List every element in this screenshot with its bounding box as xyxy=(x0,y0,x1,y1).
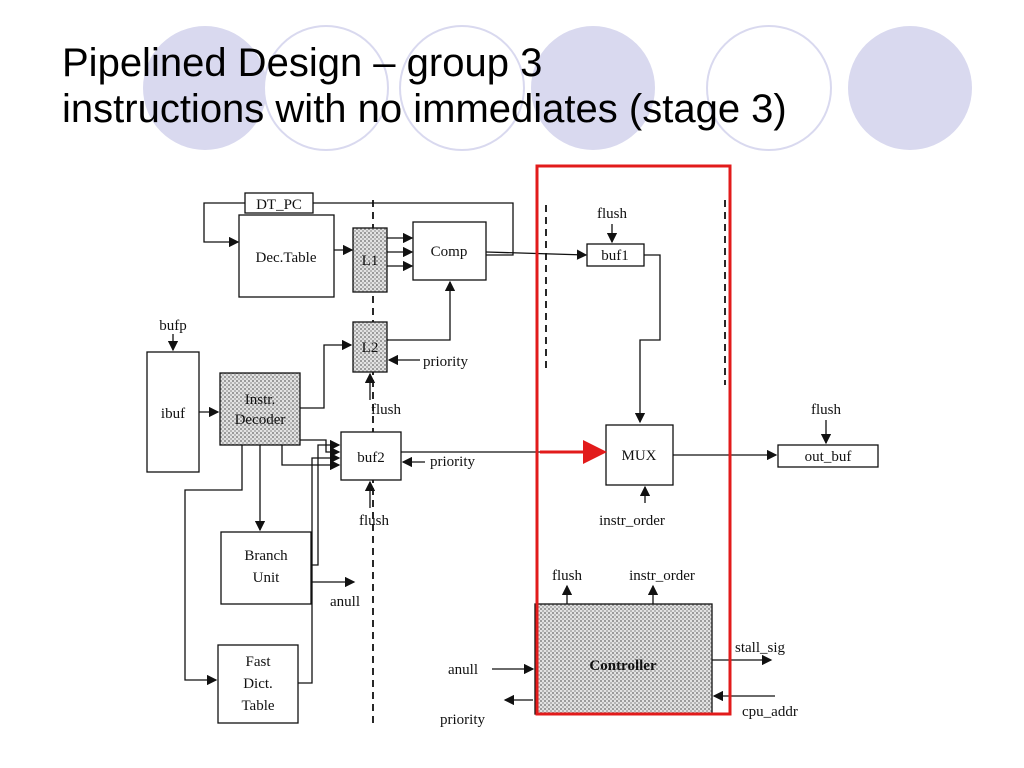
wire xyxy=(203,202,245,248)
out-buf-block xyxy=(777,444,879,468)
mux-label: MUX xyxy=(621,448,656,464)
buf2-block xyxy=(340,431,402,481)
wire xyxy=(300,339,353,409)
decor-circle xyxy=(143,26,267,150)
branch-unit-block xyxy=(220,531,312,605)
flush-buf2-label: flush xyxy=(359,513,390,529)
decor-circle xyxy=(399,25,525,151)
stall-sig-label: stall_sig xyxy=(735,640,786,656)
dt-pc-label: DT_PC xyxy=(256,197,302,213)
mux-block xyxy=(605,424,674,486)
l2-latch xyxy=(352,321,388,373)
ibuf-block xyxy=(146,351,200,473)
dec-table-block xyxy=(238,214,335,298)
ibuf-label: ibuf xyxy=(161,406,185,422)
wire xyxy=(298,452,341,684)
bufp-label: bufp xyxy=(159,318,187,334)
instr-decoder-label-2: Decoder xyxy=(235,412,286,428)
buf1-label: buf1 xyxy=(601,248,629,264)
l1-latch xyxy=(352,227,388,293)
wire xyxy=(184,445,243,686)
decor-circle xyxy=(848,26,972,150)
comp-label: Comp xyxy=(431,244,468,260)
fast-dict-label-1: Fast xyxy=(245,654,271,670)
flush-l2-label: flush xyxy=(371,402,402,418)
flush-buf1-label: flush xyxy=(597,206,628,222)
decor-circle xyxy=(263,25,389,151)
l2-label: L2 xyxy=(362,340,379,356)
out-buf-label: out_buf xyxy=(805,449,852,465)
anull-in-label: anull xyxy=(448,662,478,678)
flush-controller-label: flush xyxy=(552,568,583,584)
anull-branch-label: anull xyxy=(330,594,360,610)
instr-order-mux-label: instr_order xyxy=(599,513,665,529)
wire xyxy=(313,202,514,256)
dec-table-label: Dec.Table xyxy=(256,250,317,266)
decor-circle xyxy=(531,26,655,150)
wire xyxy=(300,439,341,458)
wire xyxy=(634,254,661,424)
controller-block xyxy=(534,603,713,715)
priority-l2-label: priority xyxy=(423,354,468,370)
priority-out-label: priority xyxy=(440,712,485,728)
fast-dict-table-block xyxy=(217,644,299,724)
fast-dict-label-3: Table xyxy=(241,698,274,714)
title-line-1: Pipelined Design – group 3 xyxy=(62,41,543,85)
stage3-highlight xyxy=(535,164,732,716)
wire xyxy=(281,445,341,471)
title-line-2: instructions with no immediates (stage 3… xyxy=(62,87,787,131)
comp-block xyxy=(412,221,487,281)
branch-unit-label-1: Branch xyxy=(244,548,288,564)
fast-dict-label-2: Dict. xyxy=(243,676,273,692)
priority-buf2-label: priority xyxy=(430,454,475,470)
instr-order-controller-label: instr_order xyxy=(629,568,695,584)
buf2-label: buf2 xyxy=(357,450,385,466)
l1-label: L1 xyxy=(362,253,379,269)
decor-circle xyxy=(706,25,832,151)
controller-label: Controller xyxy=(589,658,657,674)
flush-outbuf-label: flush xyxy=(811,402,842,418)
instr-decoder-label-1: Instr. xyxy=(245,392,275,408)
slide-title: Pipelined Design – group 3 instructions … xyxy=(62,40,787,132)
wire xyxy=(387,280,456,341)
branch-unit-label-2: Unit xyxy=(253,570,281,586)
instr-decoder-block xyxy=(219,372,301,446)
cpu-addr-label: cpu_addr xyxy=(742,704,798,720)
wire xyxy=(311,439,341,566)
